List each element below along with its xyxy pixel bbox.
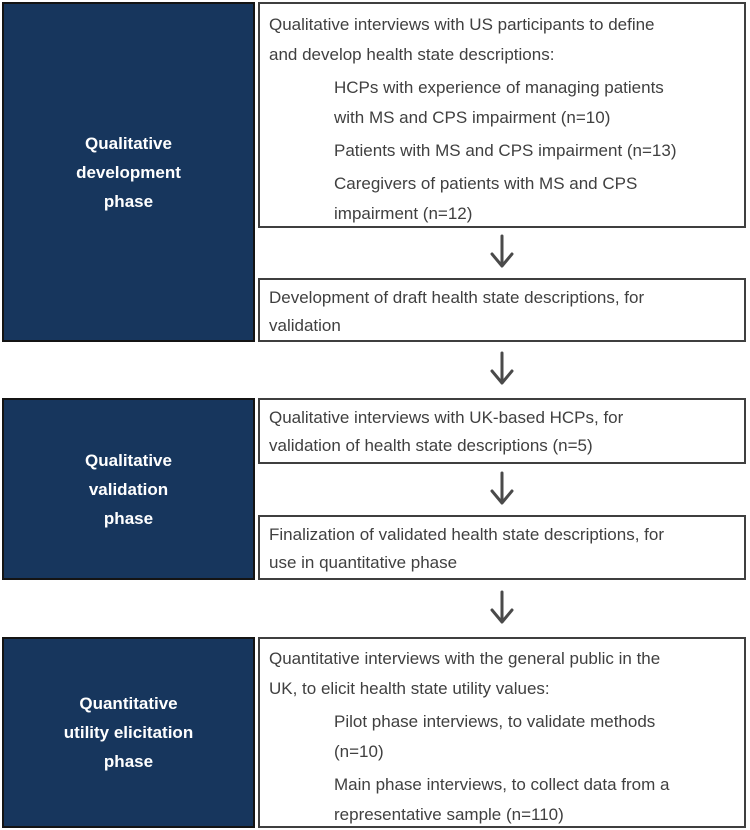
bullet-item-pilot-phase: Pilot phase interviews, to validate meth… (334, 712, 656, 761)
bullet-item-main-phase: Main phase interviews, to collect data f… (334, 775, 670, 824)
flow-arrow-slot (258, 228, 746, 278)
content-box-us-interviews: Qualitative interviews with US participa… (258, 2, 746, 228)
bullet-list: HCPs with experience of managing patient… (269, 73, 734, 229)
down-arrow-icon (490, 471, 514, 504)
flow-arrow-slot (258, 342, 746, 398)
flow-arrow-slot (258, 580, 746, 637)
content-box-draft-descriptions: Development of draft health state descri… (258, 278, 746, 342)
phase-box-qualitative-validation: Qualitative validation phase (2, 398, 255, 580)
phase-label: Qualitative development phase (76, 133, 181, 211)
flow-arrow-slot (258, 464, 746, 515)
content-box-public-interviews: Quantitative interviews with the general… (258, 637, 746, 828)
bullet-item-patients: Patients with MS and CPS impairment (n=1… (334, 141, 677, 160)
bullet-list: Pilot phase interviews, to validate meth… (269, 707, 734, 830)
content-box-finalization: Finalization of validated health state d… (258, 515, 746, 580)
content-box-intro: Quantitative interviews with the general… (269, 649, 661, 698)
down-arrow-icon (490, 590, 514, 623)
phase-label: Qualitative validation phase (85, 450, 172, 528)
bullet-item-caregivers: Caregivers of patients with MS and CPS i… (334, 174, 638, 223)
phase-label: Quantitative utility elicitation phase (63, 694, 194, 771)
content-box-intro: Qualitative interviews with US participa… (269, 15, 655, 64)
phase-box-qualitative-development: Qualitative development phase (2, 2, 255, 342)
bullet-item-hcps: HCPs with experience of managing patient… (334, 78, 664, 127)
down-arrow-icon (490, 234, 514, 268)
down-arrow-icon (490, 351, 514, 385)
phase-box-quantitative-utility: Quantitative utility elicitation phase (2, 637, 255, 828)
content-box-uk-hcp-interviews: Qualitative interviews with UK-based HCP… (258, 398, 746, 464)
